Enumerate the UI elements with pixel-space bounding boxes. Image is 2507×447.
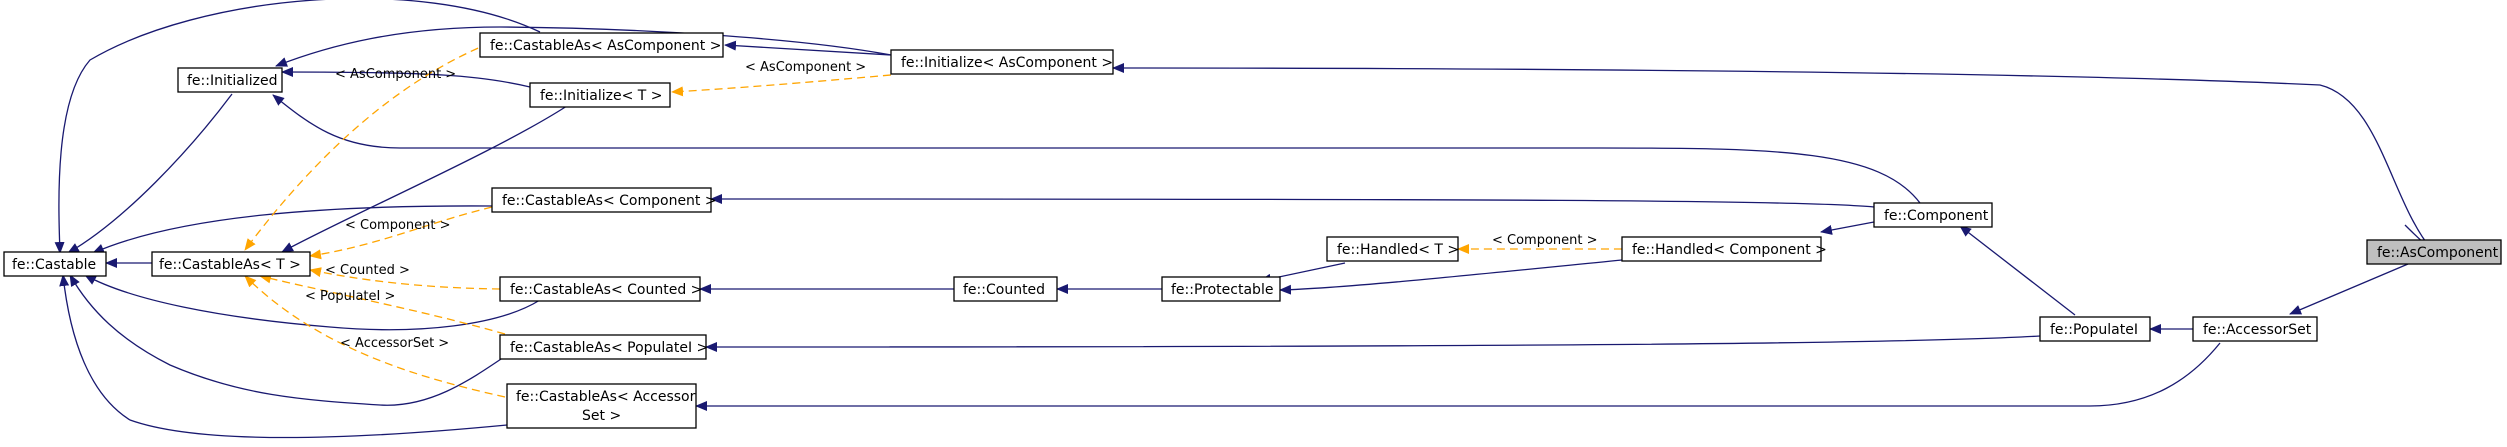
edge-label-ascomponent-1: < AsComponent > — [745, 60, 866, 75]
edge-ascomponent-to-initialize-ascomponent — [1112, 63, 2433, 251]
edge-label-accessorset: < AccessorSet > — [340, 336, 449, 351]
node-label: fe::CastableAs< Component > — [502, 193, 717, 209]
node-initialize-ascomponent[interactable]: fe::Initialize< AsComponent > — [890, 49, 1114, 75]
node-label: fe::Component — [1884, 208, 1989, 224]
template-edge-castableas-populatei — [259, 273, 506, 335]
node-label: fe::CastableAs< Counted > — [510, 282, 702, 298]
node-accessorset[interactable]: fe::AccessorSet — [2192, 316, 2318, 342]
node-handled-t[interactable]: fe::Handled< T > — [1326, 236, 1459, 262]
node-label: fe::Initialize< T > — [540, 88, 662, 104]
node-label-line-1: fe::CastableAs< Accessor — [516, 389, 696, 405]
edge-labels: < AsComponent > < AsComponent > < Compon… — [305, 60, 1598, 351]
edge-initialize-ascomponent-to-castableas-ascomponent — [724, 40, 892, 56]
template-edge-castableas-component — [309, 206, 493, 260]
edge-label-populatei: < PopulateI > — [305, 289, 395, 304]
edge-accessorset-to-castableas-accessorset — [695, 342, 2221, 411]
node-ascomponent[interactable]: fe::AsComponent — [2366, 239, 2502, 265]
edge-component-to-handled-component — [1820, 221, 1875, 235]
template-edges — [244, 42, 1622, 398]
edge-initialize-t-to-initialized — [281, 67, 531, 88]
edge-castableas-populatei-to-castable — [69, 274, 508, 406]
node-label: fe::Initialized — [187, 73, 277, 89]
template-edge-initialize-ascomponent — [671, 74, 892, 97]
node-label: fe::AccessorSet — [2203, 322, 2312, 338]
edge-initialize-t-to-castableas-t — [281, 103, 571, 253]
edge-initialized-to-castable — [67, 93, 233, 254]
node-castableas-t[interactable]: fe::CastableAs< T > — [151, 251, 311, 277]
edge-populatei-to-component — [1959, 225, 2076, 316]
edge-populatei-to-castableas-populatei — [705, 335, 2041, 352]
edge-label-counted: < Counted > — [325, 263, 410, 278]
node-label: fe::Initialize< AsComponent > — [901, 55, 1113, 71]
edge-label-component-2: < Component > — [1492, 233, 1598, 248]
edge-castableas-accessorset-to-castable — [59, 274, 508, 439]
node-castableas-counted[interactable]: fe::CastableAs< Counted > — [499, 276, 702, 302]
node-castableas-populatei[interactable]: fe::CastableAs< PopulateI > — [499, 334, 708, 360]
node-label: fe::PopulateI — [2050, 322, 2138, 338]
node-initialize-t[interactable]: fe::Initialize< T > — [529, 82, 671, 108]
node-castableas-accessorset[interactable]: fe::CastableAs< Accessor Set > — [506, 383, 697, 429]
node-label: fe::Castable — [12, 257, 96, 273]
node-label: fe::Protectable — [1171, 282, 1273, 298]
node-initialized[interactable]: fe::Initialized — [177, 67, 283, 93]
edge-label-component-1: < Component > — [345, 218, 451, 233]
node-castableas-ascomponent[interactable]: fe::CastableAs< AsComponent > — [479, 32, 724, 58]
node-label: fe::CastableAs< AsComponent > — [490, 38, 721, 54]
edge-component-to-castableas-component — [710, 194, 1875, 208]
node-label: fe::AsComponent — [2377, 245, 2499, 261]
node-protectable[interactable]: fe::Protectable — [1161, 276, 1281, 302]
node-handled-component[interactable]: fe::Handled< Component > — [1621, 236, 1827, 262]
template-edge-castableas-ascomponent — [244, 42, 491, 251]
node-populatei[interactable]: fe::PopulateI — [2039, 316, 2151, 342]
node-counted[interactable]: fe::Counted — [953, 276, 1058, 302]
node-castable[interactable]: fe::Castable — [3, 251, 107, 277]
node-label: fe::CastableAs< T > — [159, 257, 301, 273]
edge-label-ascomponent-2: < AsComponent > — [335, 67, 456, 82]
edge-component-to-initialized — [272, 94, 1921, 204]
node-label-line-2: Set > — [582, 408, 621, 424]
node-component[interactable]: fe::Component — [1873, 202, 1993, 228]
node-castableas-component[interactable]: fe::CastableAs< Component > — [491, 187, 717, 213]
template-edge-castableas-counted — [309, 267, 501, 290]
edge-handled-component-to-protectable — [1279, 259, 1623, 295]
edge-initialize-ascomponent-to-initialized — [275, 26, 892, 67]
edge-castableas-ascomponent-to-castable — [54, 0, 541, 254]
node-label: fe::Handled< T > — [1337, 242, 1459, 258]
edge-castableas-component-to-castable — [92, 205, 493, 254]
edge-ascomponent-to-accessorset — [2289, 263, 2409, 315]
node-label: fe::CastableAs< PopulateI > — [510, 340, 708, 356]
edge-castableas-counted-to-castable — [84, 274, 541, 331]
inheritance-edges — [54, 0, 2433, 439]
node-label: fe::Counted — [963, 282, 1045, 298]
node-label: fe::Handled< Component > — [1632, 242, 1827, 258]
template-edge-castableas-accessorset — [244, 275, 506, 398]
